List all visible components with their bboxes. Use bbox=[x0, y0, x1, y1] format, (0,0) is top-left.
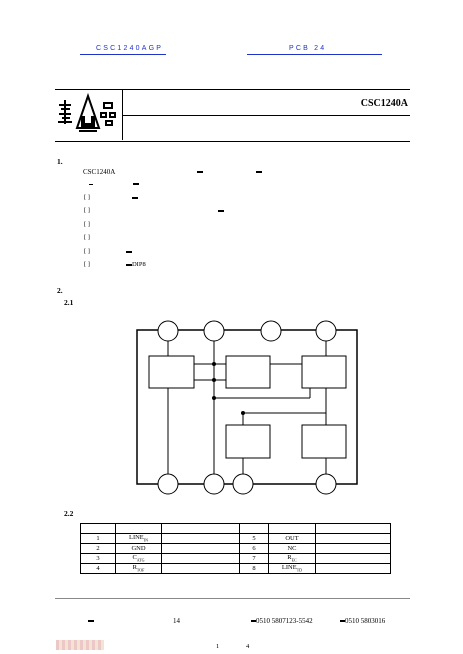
pin-circle-top-1 bbox=[157, 320, 179, 342]
pin-table: 1 LINEIN 5 OUT 2 GND 6 NC 3 CATG 7 REC 4… bbox=[80, 523, 391, 574]
title-top-rule bbox=[55, 89, 410, 90]
table-row bbox=[80, 523, 391, 534]
footer-rule bbox=[55, 598, 410, 599]
block-lower-middle bbox=[225, 424, 271, 459]
section2-1-number: 2.1 bbox=[64, 298, 74, 307]
pin-circle-bottom-2 bbox=[203, 473, 225, 495]
logo-box bbox=[55, 90, 123, 140]
pin-circle-bottom-3 bbox=[232, 473, 254, 495]
pin-circle-top-3 bbox=[260, 320, 282, 342]
pin-circle-top-4 bbox=[315, 320, 337, 342]
table-row: 2 GND 6 NC bbox=[80, 543, 391, 554]
list-item: [ ]DIP8 bbox=[84, 261, 146, 268]
block-left bbox=[148, 355, 195, 389]
header-link-left[interactable]: CSC1240AGP bbox=[96, 45, 164, 52]
title-bottom-rule bbox=[55, 141, 410, 142]
section2-number: 2. bbox=[57, 286, 63, 295]
glyph-mark bbox=[125, 263, 132, 266]
company-logo-icon bbox=[58, 92, 116, 132]
glyph-mark bbox=[196, 171, 203, 174]
section1-intro: CSC1240A bbox=[83, 168, 263, 176]
pin-circle-bottom-4 bbox=[315, 473, 337, 495]
page-current: 1 bbox=[216, 643, 220, 650]
pin-circle-bottom-1 bbox=[157, 473, 179, 495]
footer-phone: 0510 5807123-5542 bbox=[251, 617, 313, 625]
glyph-mark bbox=[217, 209, 224, 212]
list-item: [ ] bbox=[84, 248, 132, 255]
glyph-mark bbox=[89, 183, 93, 185]
glyph-mark bbox=[131, 196, 138, 199]
glyph-mark bbox=[340, 620, 345, 623]
glyph-mark bbox=[132, 183, 139, 186]
footer-mark bbox=[88, 617, 94, 625]
header-link-right-underline bbox=[247, 54, 382, 55]
header-link-right[interactable]: PCB 24 bbox=[289, 45, 327, 52]
table-row: 4 RTOF 8 LINETD bbox=[80, 563, 391, 574]
section1-number: 1. bbox=[57, 157, 63, 166]
chip-outline bbox=[136, 329, 358, 485]
glyph-mark bbox=[88, 620, 94, 623]
list-item: [ ] bbox=[84, 221, 90, 228]
section1-intro-model: CSC1240A bbox=[83, 168, 115, 176]
table-row: 3 CATG 7 REC bbox=[80, 553, 391, 564]
list-item: [ ] bbox=[84, 207, 224, 214]
glyph-mark bbox=[125, 250, 132, 253]
table-row: 1 LINEIN 5 OUT bbox=[80, 533, 391, 544]
block-lower-right bbox=[301, 424, 347, 459]
title-mid-rule bbox=[122, 115, 410, 116]
block-right bbox=[301, 355, 347, 389]
block-middle bbox=[225, 355, 271, 389]
footer-number: 14 bbox=[173, 617, 180, 625]
list-item: [ ] bbox=[84, 234, 90, 241]
watermark-stamp bbox=[56, 640, 104, 650]
glyph-mark bbox=[256, 171, 263, 174]
header-link-left-underline bbox=[80, 54, 166, 55]
block-diagram bbox=[136, 320, 358, 495]
section1-line bbox=[89, 180, 139, 188]
model-number: CSC1240A bbox=[360, 98, 408, 109]
footer-fax: 0510 5803016 bbox=[340, 617, 385, 625]
page-total: 4 bbox=[246, 643, 250, 650]
list-item: [ ] bbox=[84, 194, 138, 201]
glyph-mark bbox=[251, 620, 256, 623]
section2-2-number: 2.2 bbox=[64, 509, 74, 518]
pin-circle-top-2 bbox=[203, 320, 225, 342]
